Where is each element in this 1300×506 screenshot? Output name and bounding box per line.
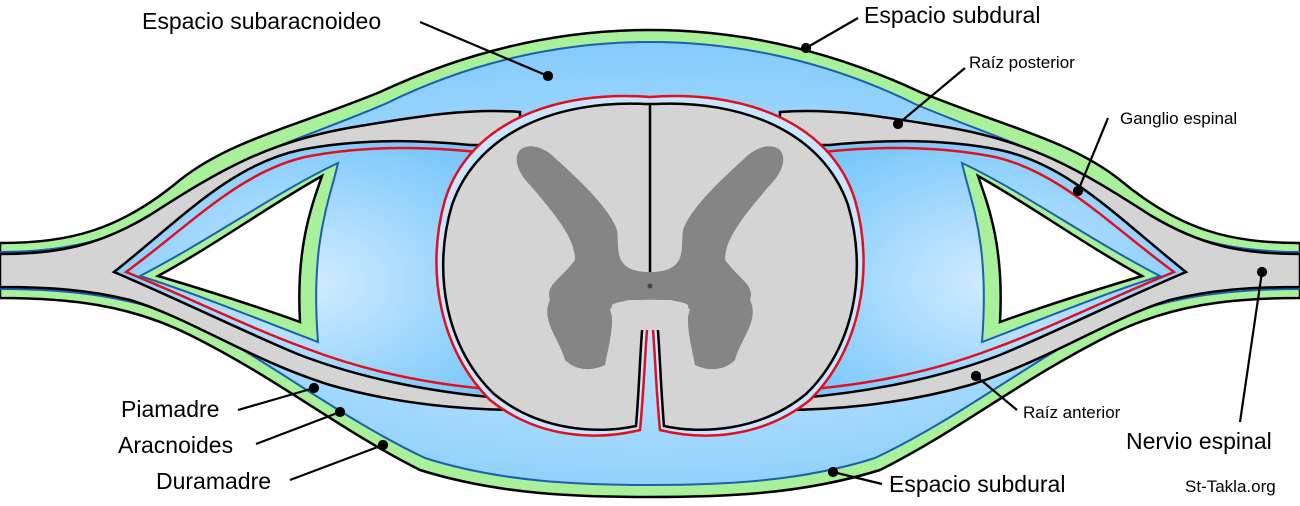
label-spinal-ganglion: Ganglio espinal xyxy=(1120,109,1238,128)
anterior-commissure-gap xyxy=(611,299,689,330)
label-subdural-space-top: Espacio subdural xyxy=(864,2,1041,28)
leader-lines xyxy=(237,17,1268,486)
watermark: St-Takla.org xyxy=(1185,477,1276,496)
gray-matter xyxy=(516,146,784,370)
label-subarachnoid-space: Espacio subaracnoideo xyxy=(142,8,382,34)
label-arachnoid: Aracnoides xyxy=(118,432,234,458)
label-spinal-nerve: Nervio espinal xyxy=(1126,428,1272,454)
label-subdural-space-bottom: Espacio subdural xyxy=(889,471,1066,497)
label-dura-mater: Duramadre xyxy=(156,468,272,494)
central-canal xyxy=(647,283,653,289)
label-posterior-root: Raíz posterior xyxy=(969,53,1075,72)
label-pia-mater: Piamadre xyxy=(121,396,220,422)
label-anterior-root: Raíz anterior xyxy=(1023,403,1121,422)
